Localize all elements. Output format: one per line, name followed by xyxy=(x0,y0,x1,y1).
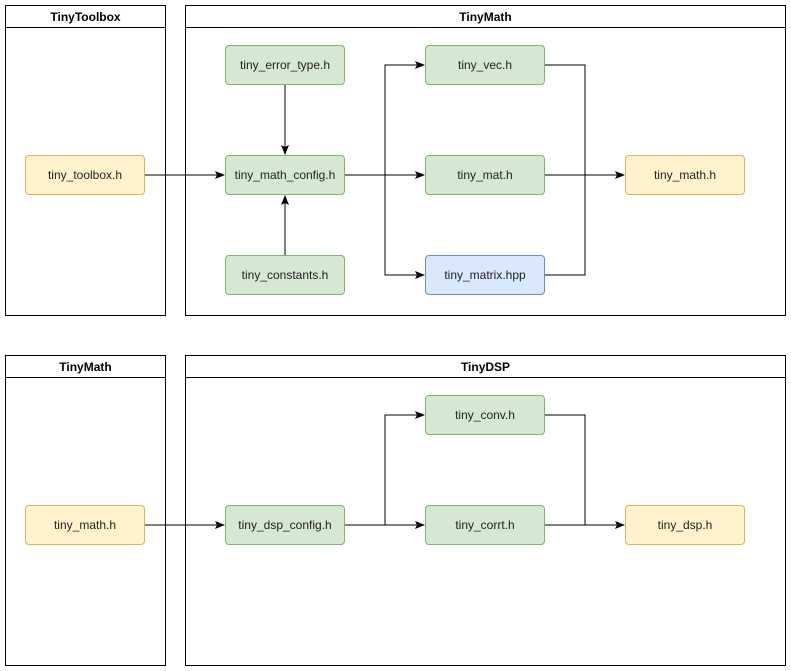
edge-math-config-to-matrix xyxy=(384,175,425,279)
panel-title-tinytoolbox: TinyToolbox xyxy=(6,6,165,28)
node-tiny-dsp-config[interactable]: tiny_dsp_config.h xyxy=(225,505,345,545)
node-tiny-conv[interactable]: tiny_conv.h xyxy=(425,395,545,435)
node-tiny-math-bottom[interactable]: tiny_math.h xyxy=(25,505,145,545)
node-tiny-corr[interactable]: tiny_corrt.h xyxy=(425,505,545,545)
node-tiny-mat[interactable]: tiny_mat.h xyxy=(425,155,545,195)
panel-title-tinydsp: TinyDSP xyxy=(186,356,785,378)
node-tiny-toolbox[interactable]: tiny_toolbox.h xyxy=(25,155,145,195)
node-tiny-error-type[interactable]: tiny_error_type.h xyxy=(225,45,345,85)
node-tiny-vec[interactable]: tiny_vec.h xyxy=(425,45,545,85)
panel-title-tinymath-bottom: TinyMath xyxy=(6,356,165,378)
edge-dsp-config-to-conv xyxy=(384,411,425,525)
edge-matrix-join xyxy=(545,175,586,276)
panel-title-tinymath: TinyMath xyxy=(186,6,785,28)
edge-vec-join xyxy=(545,64,586,175)
edge-conv-join xyxy=(545,414,586,525)
node-tiny-dsp[interactable]: tiny_dsp.h xyxy=(625,505,745,545)
edge-math-config-to-vec xyxy=(384,61,425,175)
node-tiny-constants[interactable]: tiny_constants.h xyxy=(225,255,345,295)
node-tiny-math-config[interactable]: tiny_math_config.h xyxy=(225,155,345,195)
node-tiny-math[interactable]: tiny_math.h xyxy=(625,155,745,195)
node-tiny-matrix[interactable]: tiny_matrix.hpp xyxy=(425,255,545,295)
